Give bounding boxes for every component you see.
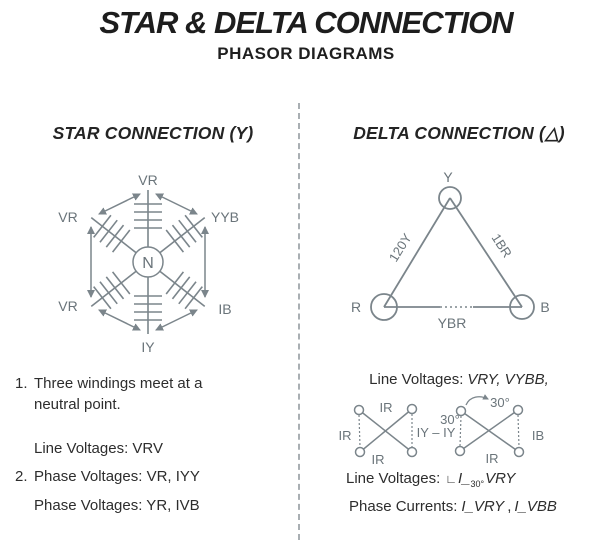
phase-currents-label: Phase Currents: bbox=[349, 498, 458, 515]
note-2-text: Phase Voltages: VR, IYY bbox=[34, 468, 200, 485]
cross-diagram-left bbox=[353, 403, 418, 458]
neutral-point-label: N bbox=[142, 255, 154, 272]
rotation-arrow bbox=[465, 394, 489, 406]
page-subtitle: PHASOR DIAGRAMS bbox=[217, 44, 395, 63]
cross-right-side-label: IB bbox=[532, 428, 544, 443]
delta-vertex-r-label: R bbox=[351, 299, 361, 315]
cross-diagram-right bbox=[454, 394, 525, 458]
cross-right-bottom-label: IR bbox=[486, 451, 499, 466]
star-phasor-diagram: N VR VR YYB VR IB IY bbox=[58, 172, 239, 355]
column-divider bbox=[298, 103, 300, 540]
delta-edge-right-label: 1BR bbox=[489, 231, 515, 260]
delta-line-voltages-label: Line Voltages: bbox=[369, 371, 464, 388]
star-label-lower-left: VR bbox=[58, 298, 77, 314]
delta-vertex-y-label: Y bbox=[443, 169, 453, 185]
delta-section-heading: DELTA CONNECTION (△) bbox=[353, 123, 565, 143]
cross-left-top-label: IR bbox=[380, 400, 393, 415]
star-note-2: 2. Phase Voltages: VR, IYY bbox=[15, 467, 295, 488]
delta-edge-left-label: 120Y bbox=[386, 230, 415, 264]
star-label-bottom: IY bbox=[141, 339, 155, 355]
delta-line-voltages-value: VRY, VYBB, bbox=[467, 371, 549, 388]
cross-right-angle-top-label: 30° bbox=[490, 395, 510, 410]
angle-symbol: ∟ bbox=[445, 472, 457, 486]
line-voltage-arrows bbox=[87, 193, 209, 331]
note-2-marker: 2. bbox=[15, 468, 28, 485]
delta-triangle-diagram: Y R B 120Y 1BR YBR bbox=[351, 169, 550, 331]
delta-vertex-b-label: B bbox=[540, 299, 549, 315]
star-note-line-voltages: Line Voltages: VRV bbox=[34, 440, 163, 457]
delta-line-voltages2-row: Line Voltages: ∟I_30°VRY bbox=[346, 470, 515, 489]
delta-terminal-circles bbox=[370, 186, 535, 321]
phase-current-value-2: I_VBB bbox=[514, 498, 557, 515]
star-label-upper-left: VR bbox=[58, 209, 77, 225]
star-note-phase-voltages: Phase Voltages: YR, IVB bbox=[34, 497, 200, 514]
current-phasor-cross-diagrams: IR IR IR IY – IY 30° 30° IB IR bbox=[339, 394, 544, 467]
star-section-heading: STAR CONNECTION (Y) bbox=[52, 123, 254, 143]
cross-left-bottom-label: IR bbox=[372, 452, 385, 467]
delta-edges bbox=[383, 197, 523, 308]
delta-edge-bottom-label: YBR bbox=[438, 315, 467, 331]
cross-left-side-label: IR bbox=[339, 428, 352, 443]
page-title: STAR & DELTA CONNECTION bbox=[99, 5, 513, 40]
delta-line-voltages2-label: Line Voltages: bbox=[346, 470, 441, 487]
neutral-point-circle bbox=[132, 246, 164, 278]
note-1-marker: 1. bbox=[15, 375, 28, 392]
phase-current-value-1: I_VRY bbox=[461, 498, 505, 515]
star-label-top: VR bbox=[138, 172, 157, 188]
star-label-lower-right: IB bbox=[218, 301, 231, 317]
cross-middle-label: IY – IY bbox=[417, 425, 456, 440]
current-symbol: I_ bbox=[458, 470, 471, 487]
phase-currents-separator: , bbox=[507, 498, 512, 515]
star-label-upper-right: YYB bbox=[211, 209, 239, 225]
delta-phase-currents-row: Phase Currents:I_VRY,I_VBB bbox=[349, 498, 557, 515]
cross-right-angle-left-label: 30° bbox=[440, 412, 460, 427]
delta-line-voltages2-value: VRY bbox=[485, 470, 516, 487]
star-note-1: 1. Three windings meet at a neutral poin… bbox=[15, 374, 295, 415]
delta-line-voltages-row: Line Voltages:VRY, VYBB, bbox=[306, 371, 612, 388]
angle-subscript: 30° bbox=[470, 479, 485, 489]
note-1-text: Three windings meet at a neutral point. bbox=[34, 375, 203, 413]
